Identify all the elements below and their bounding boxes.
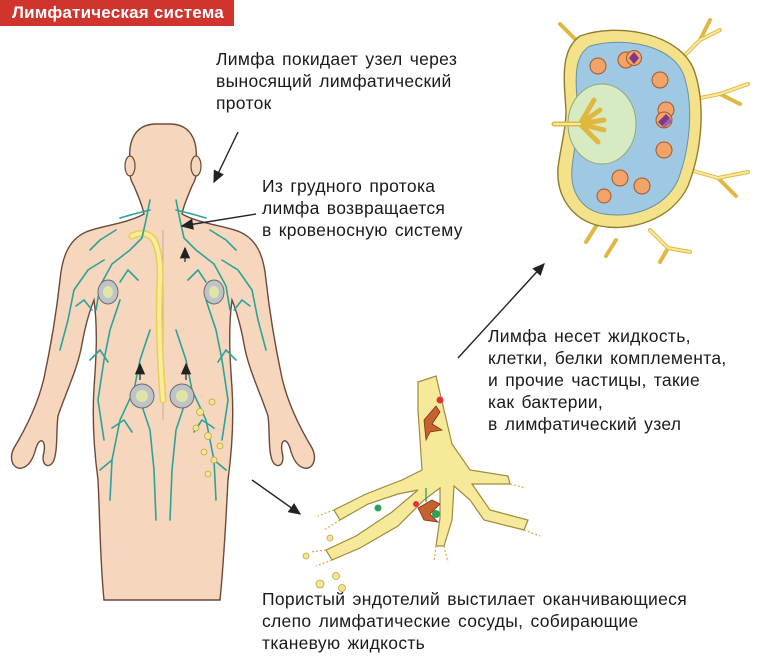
arrow-to-neck [214, 132, 238, 182]
human-body-figure [12, 124, 315, 600]
inguinal-lymph-node-right [170, 384, 194, 408]
arrow-to-capillaries [252, 480, 300, 514]
right-ear [191, 156, 201, 176]
green-particle-2 [375, 505, 382, 512]
red-particle [437, 397, 444, 404]
red-particle-2 [413, 501, 419, 507]
inguinal-lymph-node-left [130, 384, 154, 408]
left-ear [125, 156, 135, 176]
lymph-capillary-branch [303, 376, 540, 592]
green-particle [432, 510, 440, 518]
arrow-to-lymph-node [458, 264, 544, 358]
capillary-main-vessel [326, 376, 528, 560]
axillary-lymph-node-right [204, 280, 224, 304]
lymph-node-detail [554, 20, 748, 262]
axillary-lymph-node-left [98, 280, 118, 304]
